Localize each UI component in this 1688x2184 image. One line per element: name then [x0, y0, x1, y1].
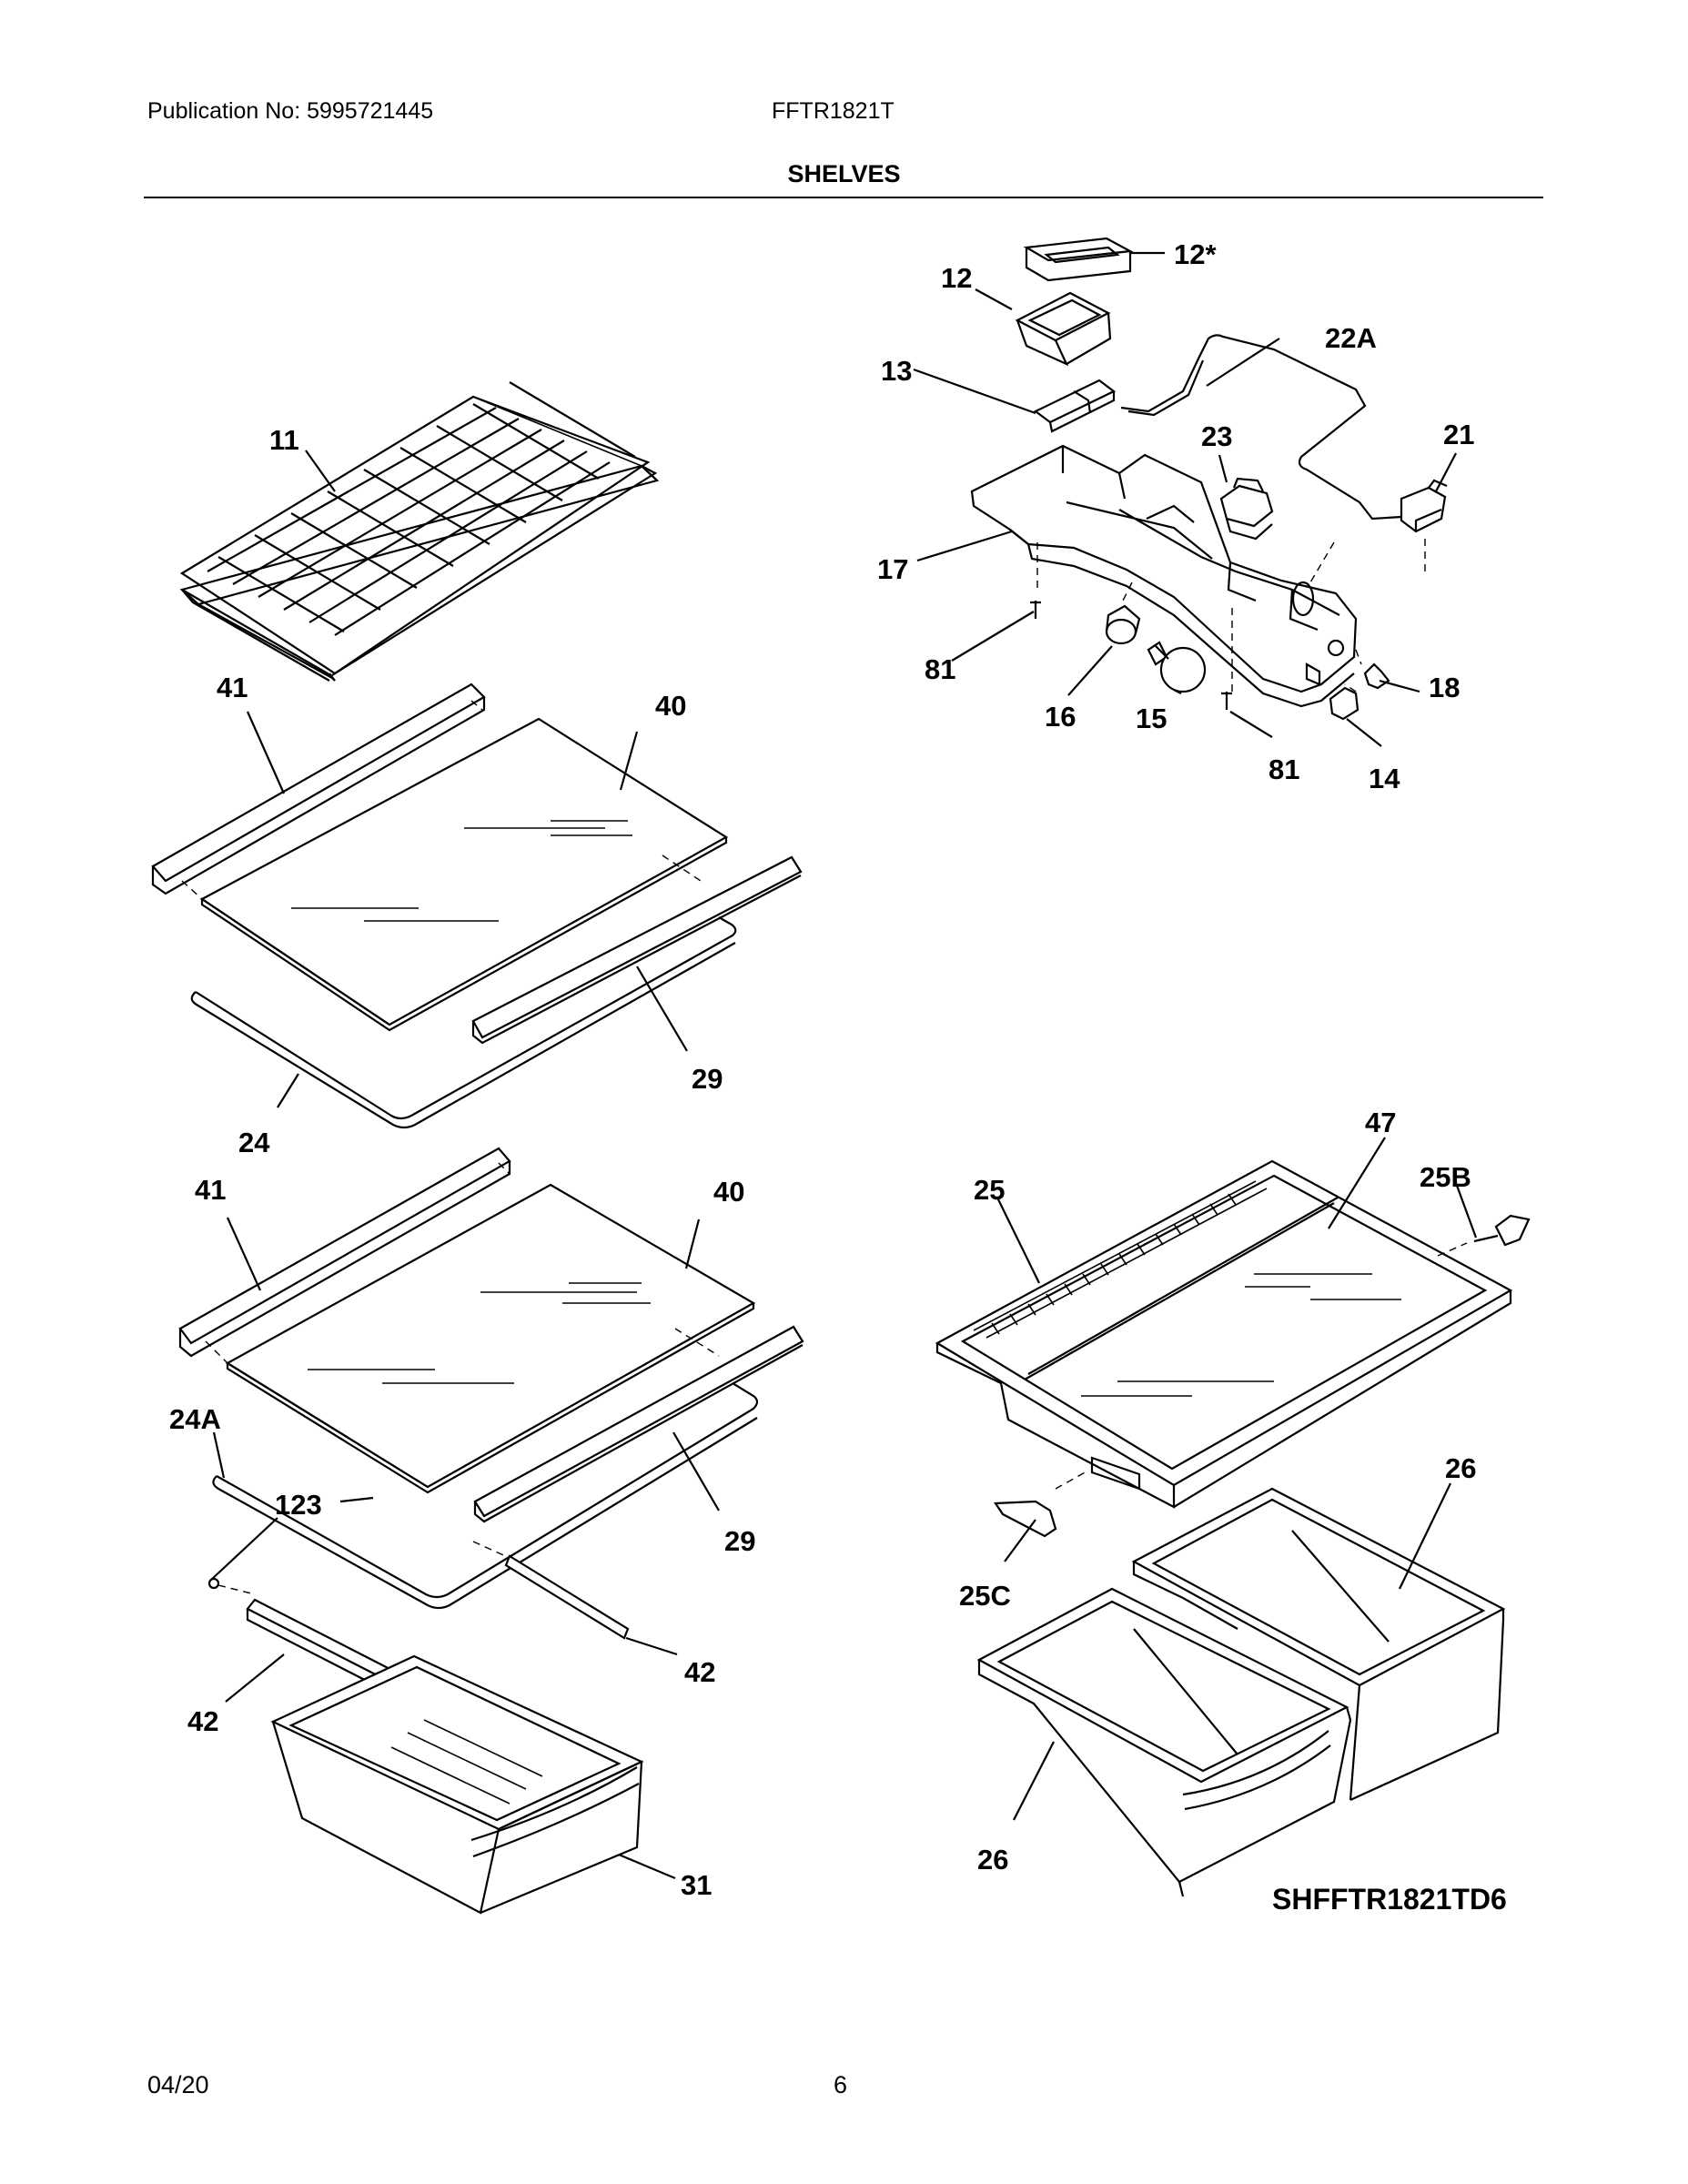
callout-47: 47 [1365, 1107, 1396, 1138]
callout-23: 23 [1201, 420, 1232, 452]
wire-shelf-part [179, 381, 660, 682]
page-number: 6 [834, 2071, 848, 2098]
small-hardware-parts [1030, 601, 1390, 721]
callout-14: 14 [1369, 763, 1400, 794]
callout-26a: 26 [1445, 1452, 1476, 1484]
callout-81a: 81 [925, 653, 955, 685]
callout-81b: 81 [1269, 753, 1299, 785]
callout-26b: 26 [977, 1844, 1008, 1876]
callout-31: 31 [681, 1869, 712, 1901]
callout-42a: 42 [684, 1656, 715, 1688]
callout-21: 21 [1443, 419, 1474, 450]
switch-part-21 [1309, 479, 1448, 583]
callout-41a: 41 [217, 672, 248, 703]
control-housing-part [970, 444, 1362, 708]
glass-shelf-upper [151, 682, 803, 1129]
callout-40b: 40 [713, 1176, 744, 1208]
control-part-23 [1219, 477, 1274, 541]
callout-labels: 11 41 40 29 24 41 40 24A 123 29 42 42 31… [169, 238, 1507, 1916]
callout-15: 15 [1136, 703, 1167, 734]
callout-40a: 40 [655, 690, 686, 722]
callout-25: 25 [974, 1174, 1005, 1206]
callout-22a: 22A [1325, 322, 1377, 354]
callout-25b: 25B [1420, 1161, 1471, 1193]
callout-13: 13 [881, 355, 912, 387]
diagram-code: SHFFTR1821TD6 [1272, 1883, 1507, 1916]
callout-leaders [210, 251, 1478, 1880]
callout-18: 18 [1429, 672, 1460, 703]
callout-11: 11 [269, 424, 299, 456]
callout-123: 123 [275, 1489, 322, 1521]
callout-12star: 12* [1174, 238, 1217, 270]
callout-42b: 42 [187, 1705, 218, 1737]
callout-25c: 25C [959, 1580, 1011, 1612]
wire-harness-part [1120, 334, 1402, 521]
callout-12: 12 [941, 262, 972, 294]
callout-24a: 24A [169, 1403, 221, 1435]
crisper-drawers-right [976, 1487, 1506, 1897]
model-number: FFTR1821T [772, 98, 895, 124]
air-damper-parts [1015, 237, 1134, 433]
callout-29b: 29 [724, 1525, 755, 1557]
glass-shelf-lower [178, 1147, 804, 1640]
callout-16: 16 [1045, 701, 1076, 733]
callout-24: 24 [238, 1127, 270, 1158]
header-rule [144, 197, 1543, 198]
publication-number: Publication No: 5995721445 [147, 98, 434, 124]
section-title: SHELVES [787, 160, 901, 187]
crisper-drawer-left [246, 1598, 644, 1915]
callout-29a: 29 [692, 1063, 723, 1095]
callout-17: 17 [877, 553, 908, 585]
footer-date: 04/20 [147, 2071, 209, 2098]
callout-41b: 41 [195, 1174, 226, 1206]
crisper-cover-part [935, 1159, 1531, 1538]
